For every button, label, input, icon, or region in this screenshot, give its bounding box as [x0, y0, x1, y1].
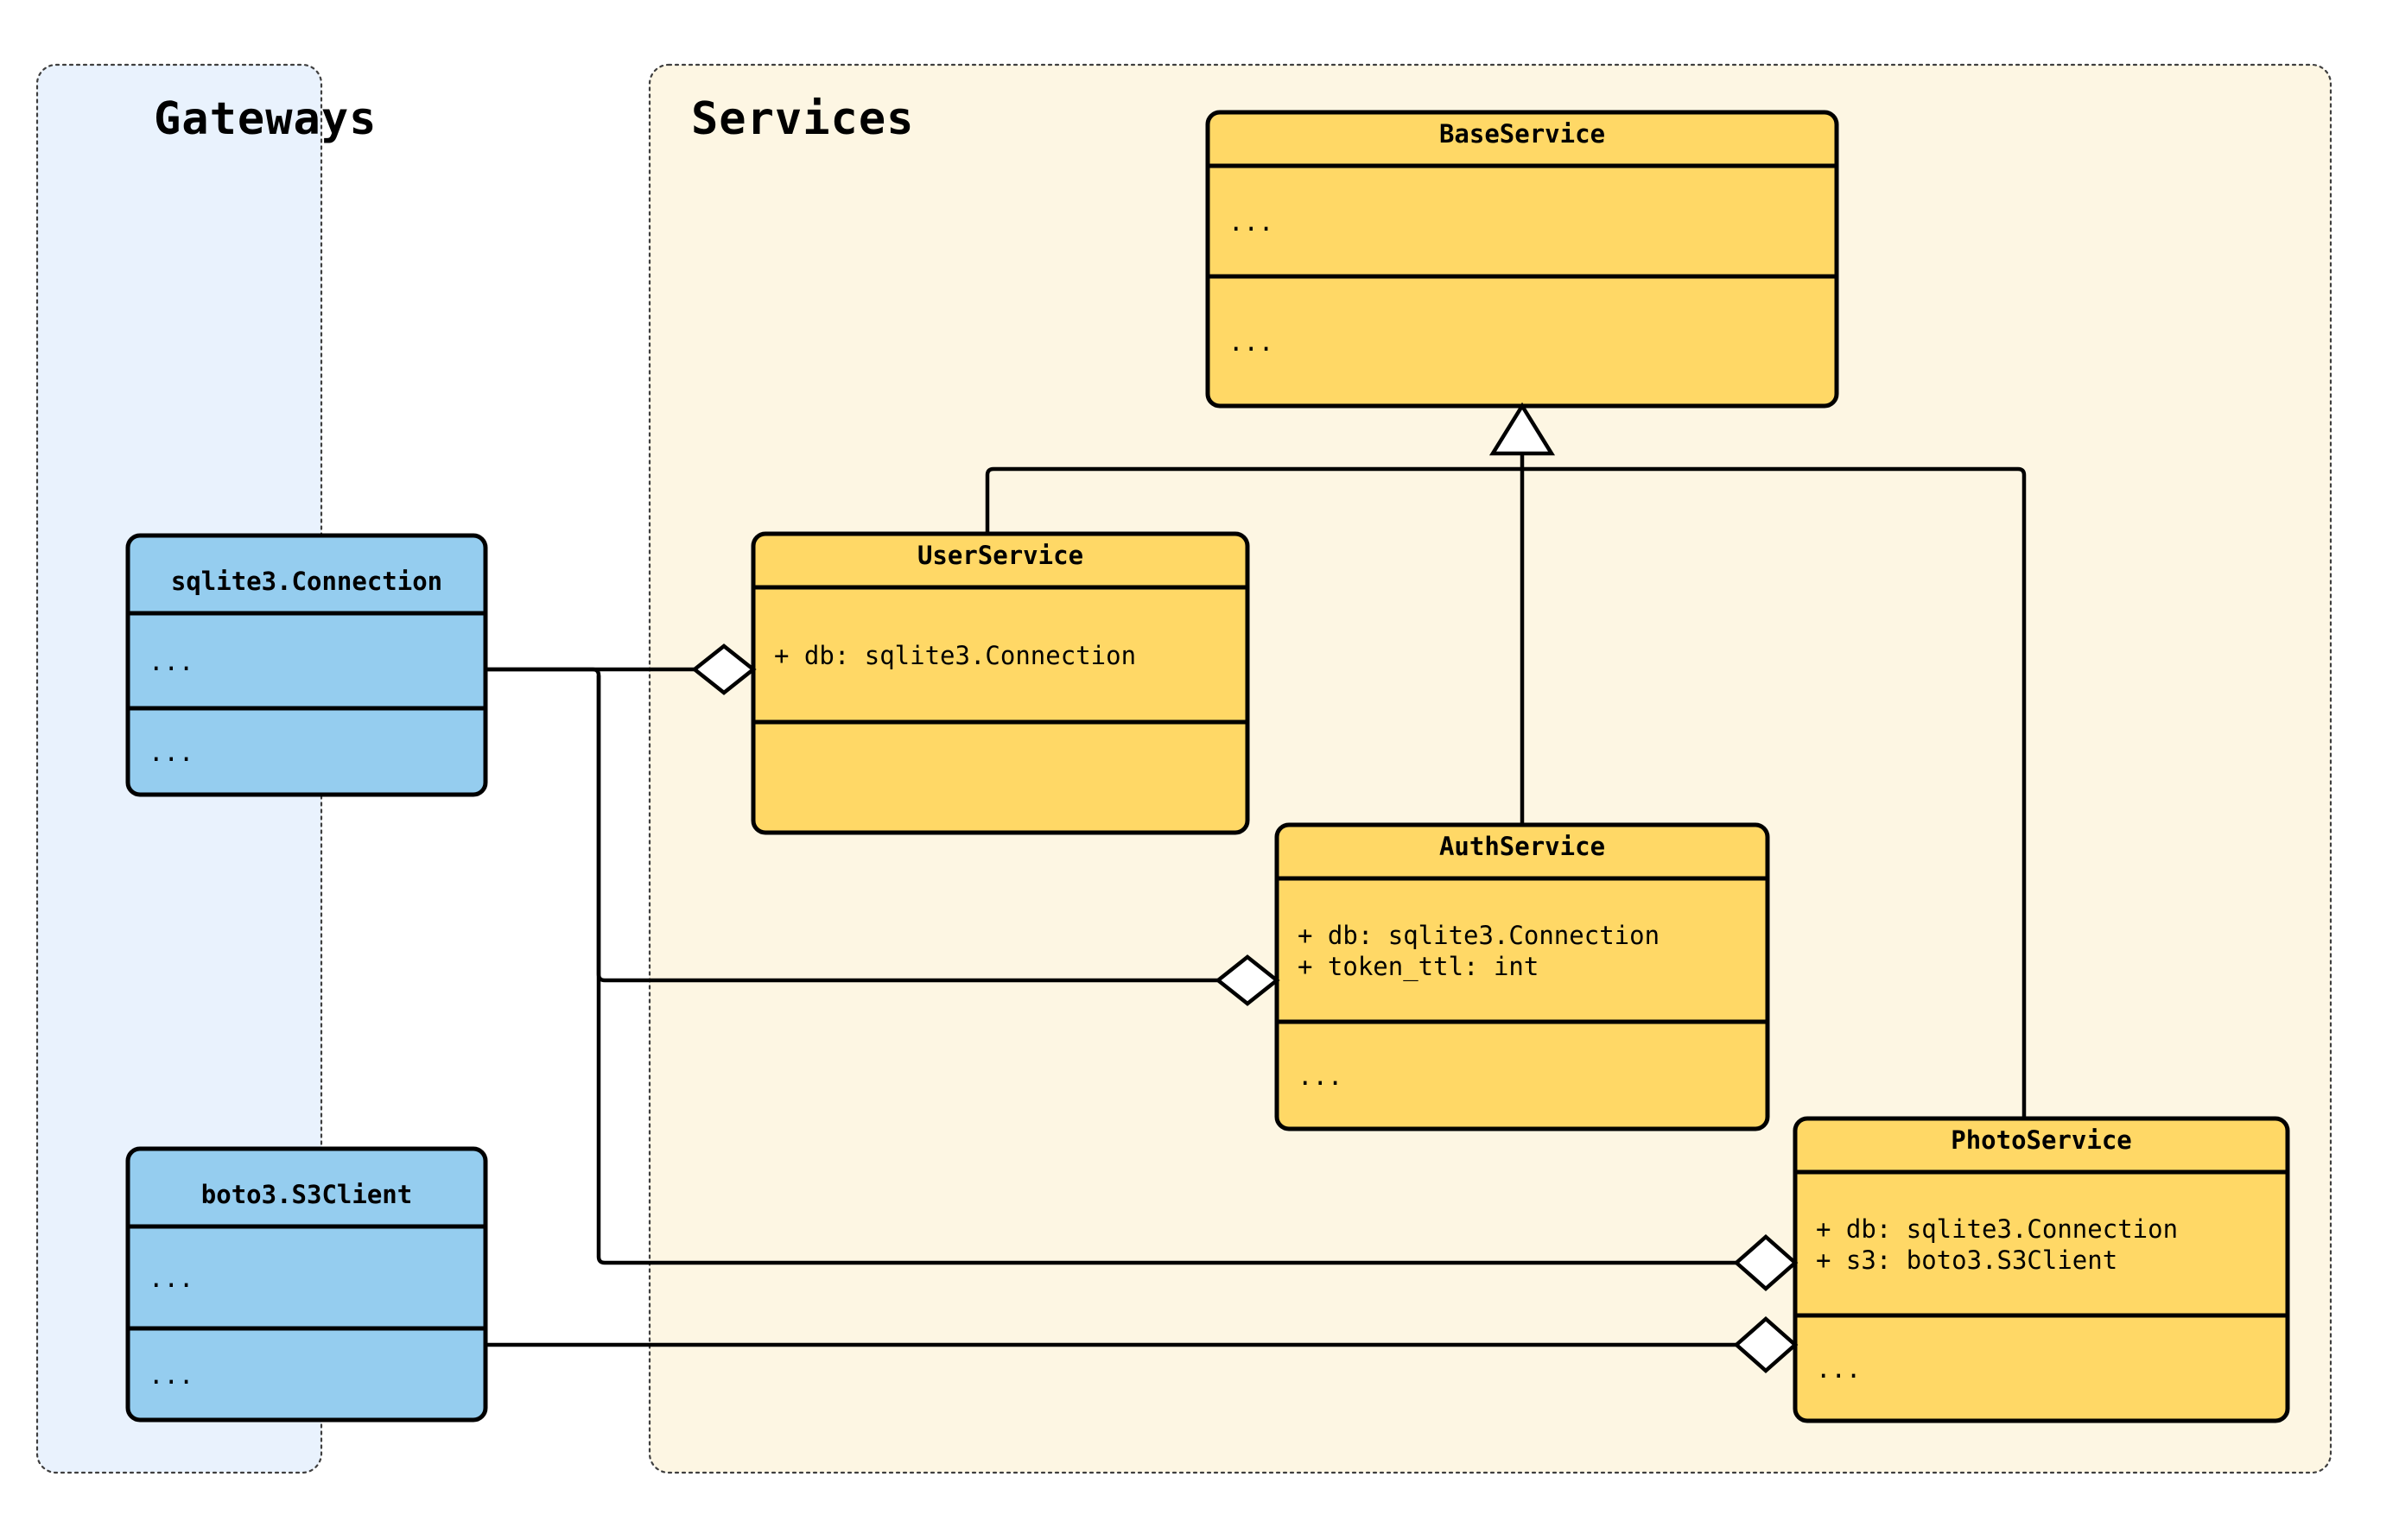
class-name-auth-service: AuthService: [1439, 832, 1605, 861]
relation-photo-service-aggregates-sqlite-connection[interactable]: [596, 675, 1773, 1265]
class-method-photo-service-0: ...: [1816, 1354, 1861, 1384]
package-gateways-title: Gateways: [154, 93, 377, 145]
class-name-base-service: BaseService: [1439, 119, 1605, 149]
class-attribute-sqlite-connection-0: ...: [149, 647, 194, 676]
class-box-auth-service[interactable]: AuthService + db: sqlite3.Connection+ tok…: [1274, 822, 1770, 1131]
aggregation-diamond-photo-service-s3-aggregation-diamond: [1733, 1315, 1799, 1374]
aggregation-diamond-auth-service-aggregation-diamond: [1215, 954, 1280, 1006]
class-box-rect-user-service: [751, 531, 1250, 835]
class-method-base-service-0: ...: [1228, 327, 1273, 357]
class-name-sqlite-connection: sqlite3.Connection: [171, 567, 442, 596]
relations-layer: [486, 432, 2027, 1347]
class-box-rect-photo-service: [1793, 1116, 2290, 1423]
class-attribute-auth-service-0: + db: sqlite3.Connection: [1298, 921, 1660, 950]
class-method-auth-service-0: ...: [1298, 1062, 1342, 1091]
class-attribute-photo-service-0: + db: sqlite3.Connection: [1816, 1214, 2178, 1244]
class-attribute-photo-service-1: + s3: boto3.S3Client: [1816, 1245, 2117, 1275]
class-method-boto3-s3client-0: ...: [149, 1360, 194, 1390]
relation-markers-layer: [691, 402, 1799, 1374]
class-box-user-service[interactable]: UserService + db: sqlite3.Connection: [751, 531, 1250, 835]
classes-layer: sqlite3.Connection......boto3.S3Client..…: [125, 110, 2290, 1423]
package-services-title: Services: [691, 93, 914, 145]
class-attribute-user-service-0: + db: sqlite3.Connection: [774, 641, 1136, 670]
class-name-photo-service: PhotoService: [1951, 1125, 2132, 1155]
class-box-sqlite-connection[interactable]: sqlite3.Connection......: [125, 533, 488, 797]
class-attribute-boto3-s3client-0: ...: [149, 1264, 194, 1293]
relation-user-service-inherits-base-service[interactable]: [985, 466, 1522, 534]
class-box-rect-boto3-s3client: [125, 1146, 488, 1423]
class-name-boto3-s3client: boto3.S3Client: [201, 1180, 412, 1209]
aggregation-diamond-user-service-aggregation-diamond: [691, 643, 757, 695]
class-box-rect-base-service: [1205, 110, 1839, 409]
class-box-boto3-s3client[interactable]: boto3.S3Client......: [125, 1146, 488, 1423]
class-attribute-base-service-0: ...: [1228, 207, 1273, 237]
class-box-base-service[interactable]: BaseService......: [1205, 110, 1839, 409]
class-box-rect-auth-service: [1274, 822, 1770, 1131]
class-box-photo-service[interactable]: PhotoService + db: sqlite3.Connection+ s3…: [1793, 1116, 2290, 1423]
class-attribute-auth-service-1: + token_ttl: int: [1298, 952, 1539, 982]
generalization-triangle-base-service-generalization-tip: [1488, 402, 1556, 456]
aggregation-diamond-photo-service-db-aggregation-diamond: [1733, 1233, 1799, 1292]
relation-photo-service-inherits-base-service[interactable]: [1522, 466, 2027, 1119]
class-method-sqlite-connection-0: ...: [149, 738, 194, 767]
class-box-rect-sqlite-connection: [125, 533, 488, 797]
class-name-user-service: UserService: [917, 541, 1083, 570]
